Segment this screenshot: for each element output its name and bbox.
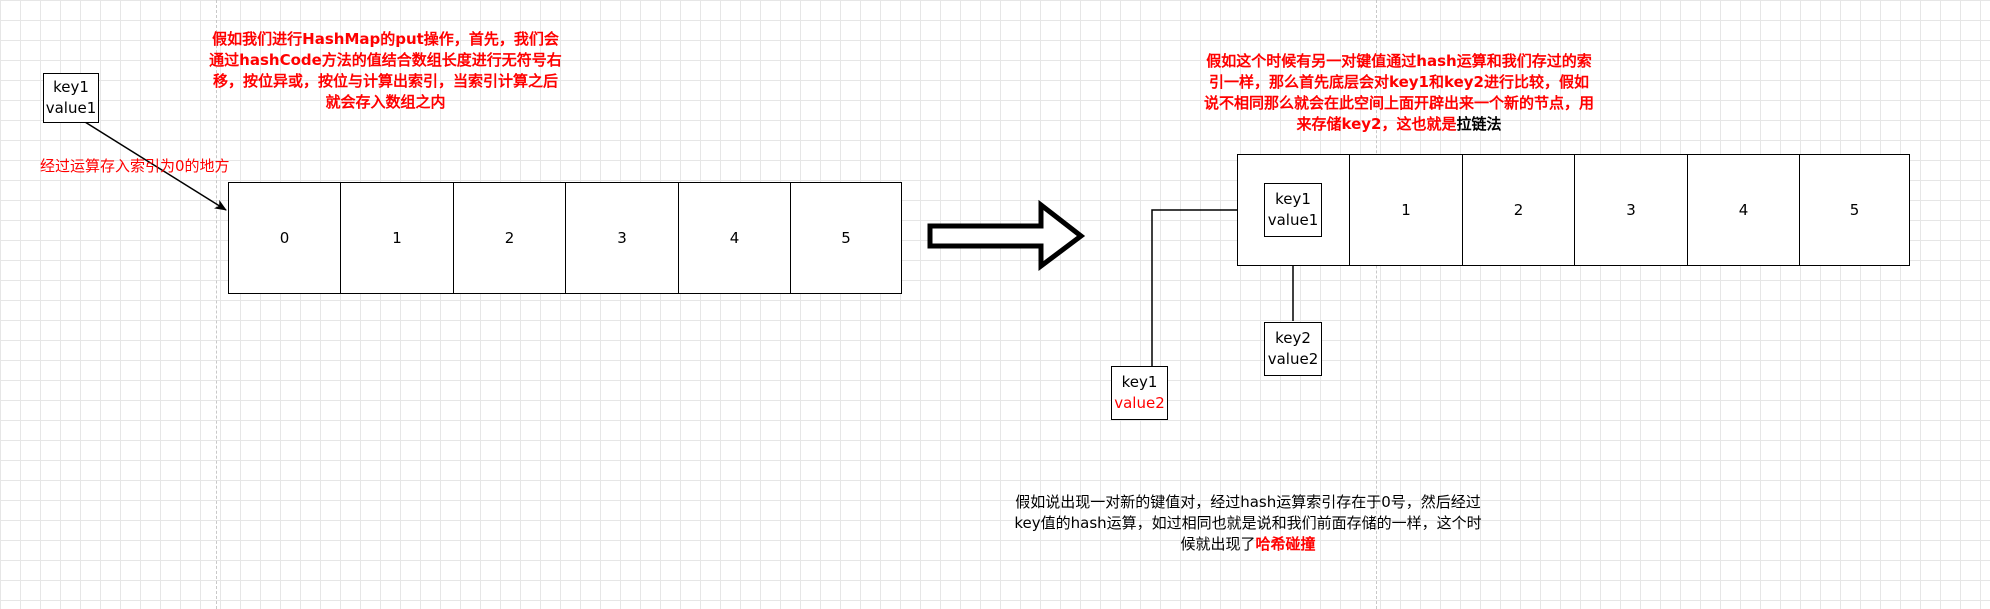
key2-value2-node: key2 value2 — [1264, 322, 1322, 376]
cell-label: 4 — [729, 229, 740, 247]
cell-label: 4 — [1738, 201, 1749, 219]
arrow-key1-to-index0 — [84, 121, 227, 211]
entry-value: value2 — [1114, 394, 1165, 412]
array-cell-2: 2 — [1462, 154, 1575, 266]
cell-label: 5 — [841, 229, 851, 247]
array-cell-3: 3 — [565, 182, 679, 294]
left-arrow-label: 经过运算存入索引为0的地方 — [40, 157, 230, 175]
array-cell-4: 4 — [678, 182, 791, 294]
cell-label: 1 — [392, 229, 402, 247]
array-cell-0: 0 — [228, 182, 341, 294]
cell-label: 3 — [1626, 201, 1636, 219]
array-cell-3: 3 — [1574, 154, 1688, 266]
right-note-black-text: 拉链法 — [1456, 115, 1502, 133]
arrow-collision-to-index0 — [1151, 205, 1263, 367]
array-cell-5: 5 — [1799, 154, 1910, 266]
entry-key: key1 — [1121, 373, 1158, 391]
page-divider-left — [216, 0, 217, 609]
big-right-arrow — [927, 199, 1086, 271]
entry-value: value1 — [45, 99, 97, 117]
right-note-red-text: 假如这个时候有另一对键值通过hash运算和我们存过的索引一样，那么首先底层会对k… — [1203, 52, 1594, 133]
cell-label: 2 — [1513, 201, 1524, 219]
cell-label: 2 — [504, 229, 515, 247]
key1-value1-node: key1 value1 — [1264, 183, 1322, 237]
cell-label: 0 — [279, 229, 290, 247]
entry-key: key1 — [53, 78, 89, 96]
entry-key: key2 — [1275, 329, 1311, 347]
entry-value: value2 — [1267, 350, 1319, 368]
array-cell-2: 2 — [453, 182, 566, 294]
page-divider-right — [1376, 0, 1377, 609]
bottom-explanation-note: 假如说出现一对新的键值对，经过hash运算索引存在于0号，然后经过key值的ha… — [1013, 492, 1483, 555]
cell-label: 3 — [617, 229, 627, 247]
bottom-note-black-text: 假如说出现一对新的键值对，经过hash运算索引存在于0号，然后经过key值的ha… — [1014, 493, 1482, 553]
entry-key: key1 — [1275, 190, 1311, 208]
cell-label: 1 — [1401, 201, 1411, 219]
key1-value2-entry: key1 value2 — [1111, 366, 1168, 420]
array-cell-1: 1 — [340, 182, 454, 294]
array-cell-5: 5 — [790, 182, 902, 294]
key1-value1-entry: key1 value1 — [43, 73, 99, 123]
left-explanation-note: 假如我们进行HashMap的put操作，首先，我们会通过hashCode方法的值… — [209, 30, 562, 111]
array-cell-4: 4 — [1687, 154, 1800, 266]
bottom-note-red-text: 哈希碰撞 — [1255, 535, 1316, 553]
entry-value: value1 — [1267, 211, 1319, 229]
array-cell-1: 1 — [1349, 154, 1463, 266]
right-explanation-note: 假如这个时候有另一对键值通过hash运算和我们存过的索引一样，那么首先底层会对k… — [1203, 51, 1595, 135]
cell-label: 5 — [1849, 201, 1860, 219]
